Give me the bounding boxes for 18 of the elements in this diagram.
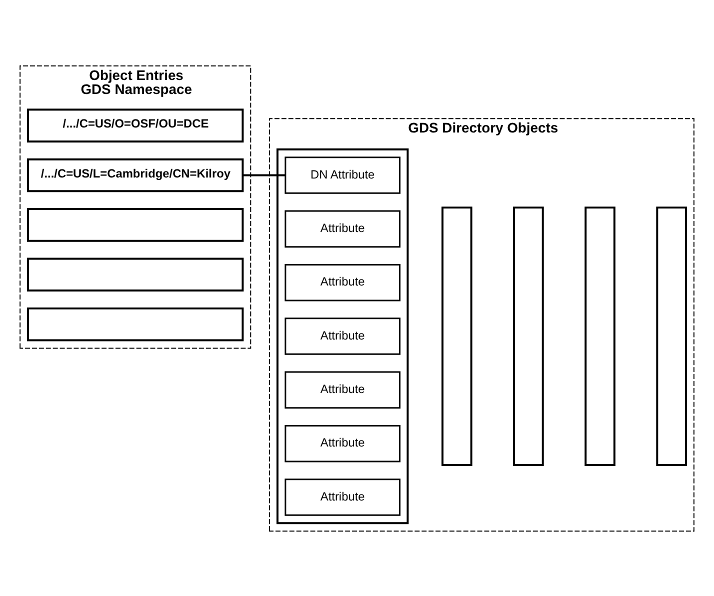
node-box: Attribute	[284, 210, 400, 248]
node-box: Attribute	[284, 370, 400, 408]
connector	[242, 174, 286, 176]
node-box: Attribute	[284, 424, 400, 462]
node-box	[441, 206, 472, 466]
cluster	[276, 148, 409, 524]
node-box	[656, 206, 687, 466]
node-box: Attribute	[284, 478, 400, 516]
node-box	[27, 306, 244, 341]
node-box	[513, 206, 544, 466]
node-box	[27, 208, 244, 242]
node-box: /.../C=US/O=OSF/OU=DCE	[27, 108, 244, 142]
node-box	[27, 257, 244, 292]
node-box: Attribute	[284, 317, 400, 354]
node-box	[584, 206, 616, 466]
node-box: DN Attribute	[284, 156, 400, 194]
node-box: /.../C=US/L=Cambridge/CN=Kilroy	[27, 158, 244, 192]
node-box: Attribute	[284, 263, 400, 301]
